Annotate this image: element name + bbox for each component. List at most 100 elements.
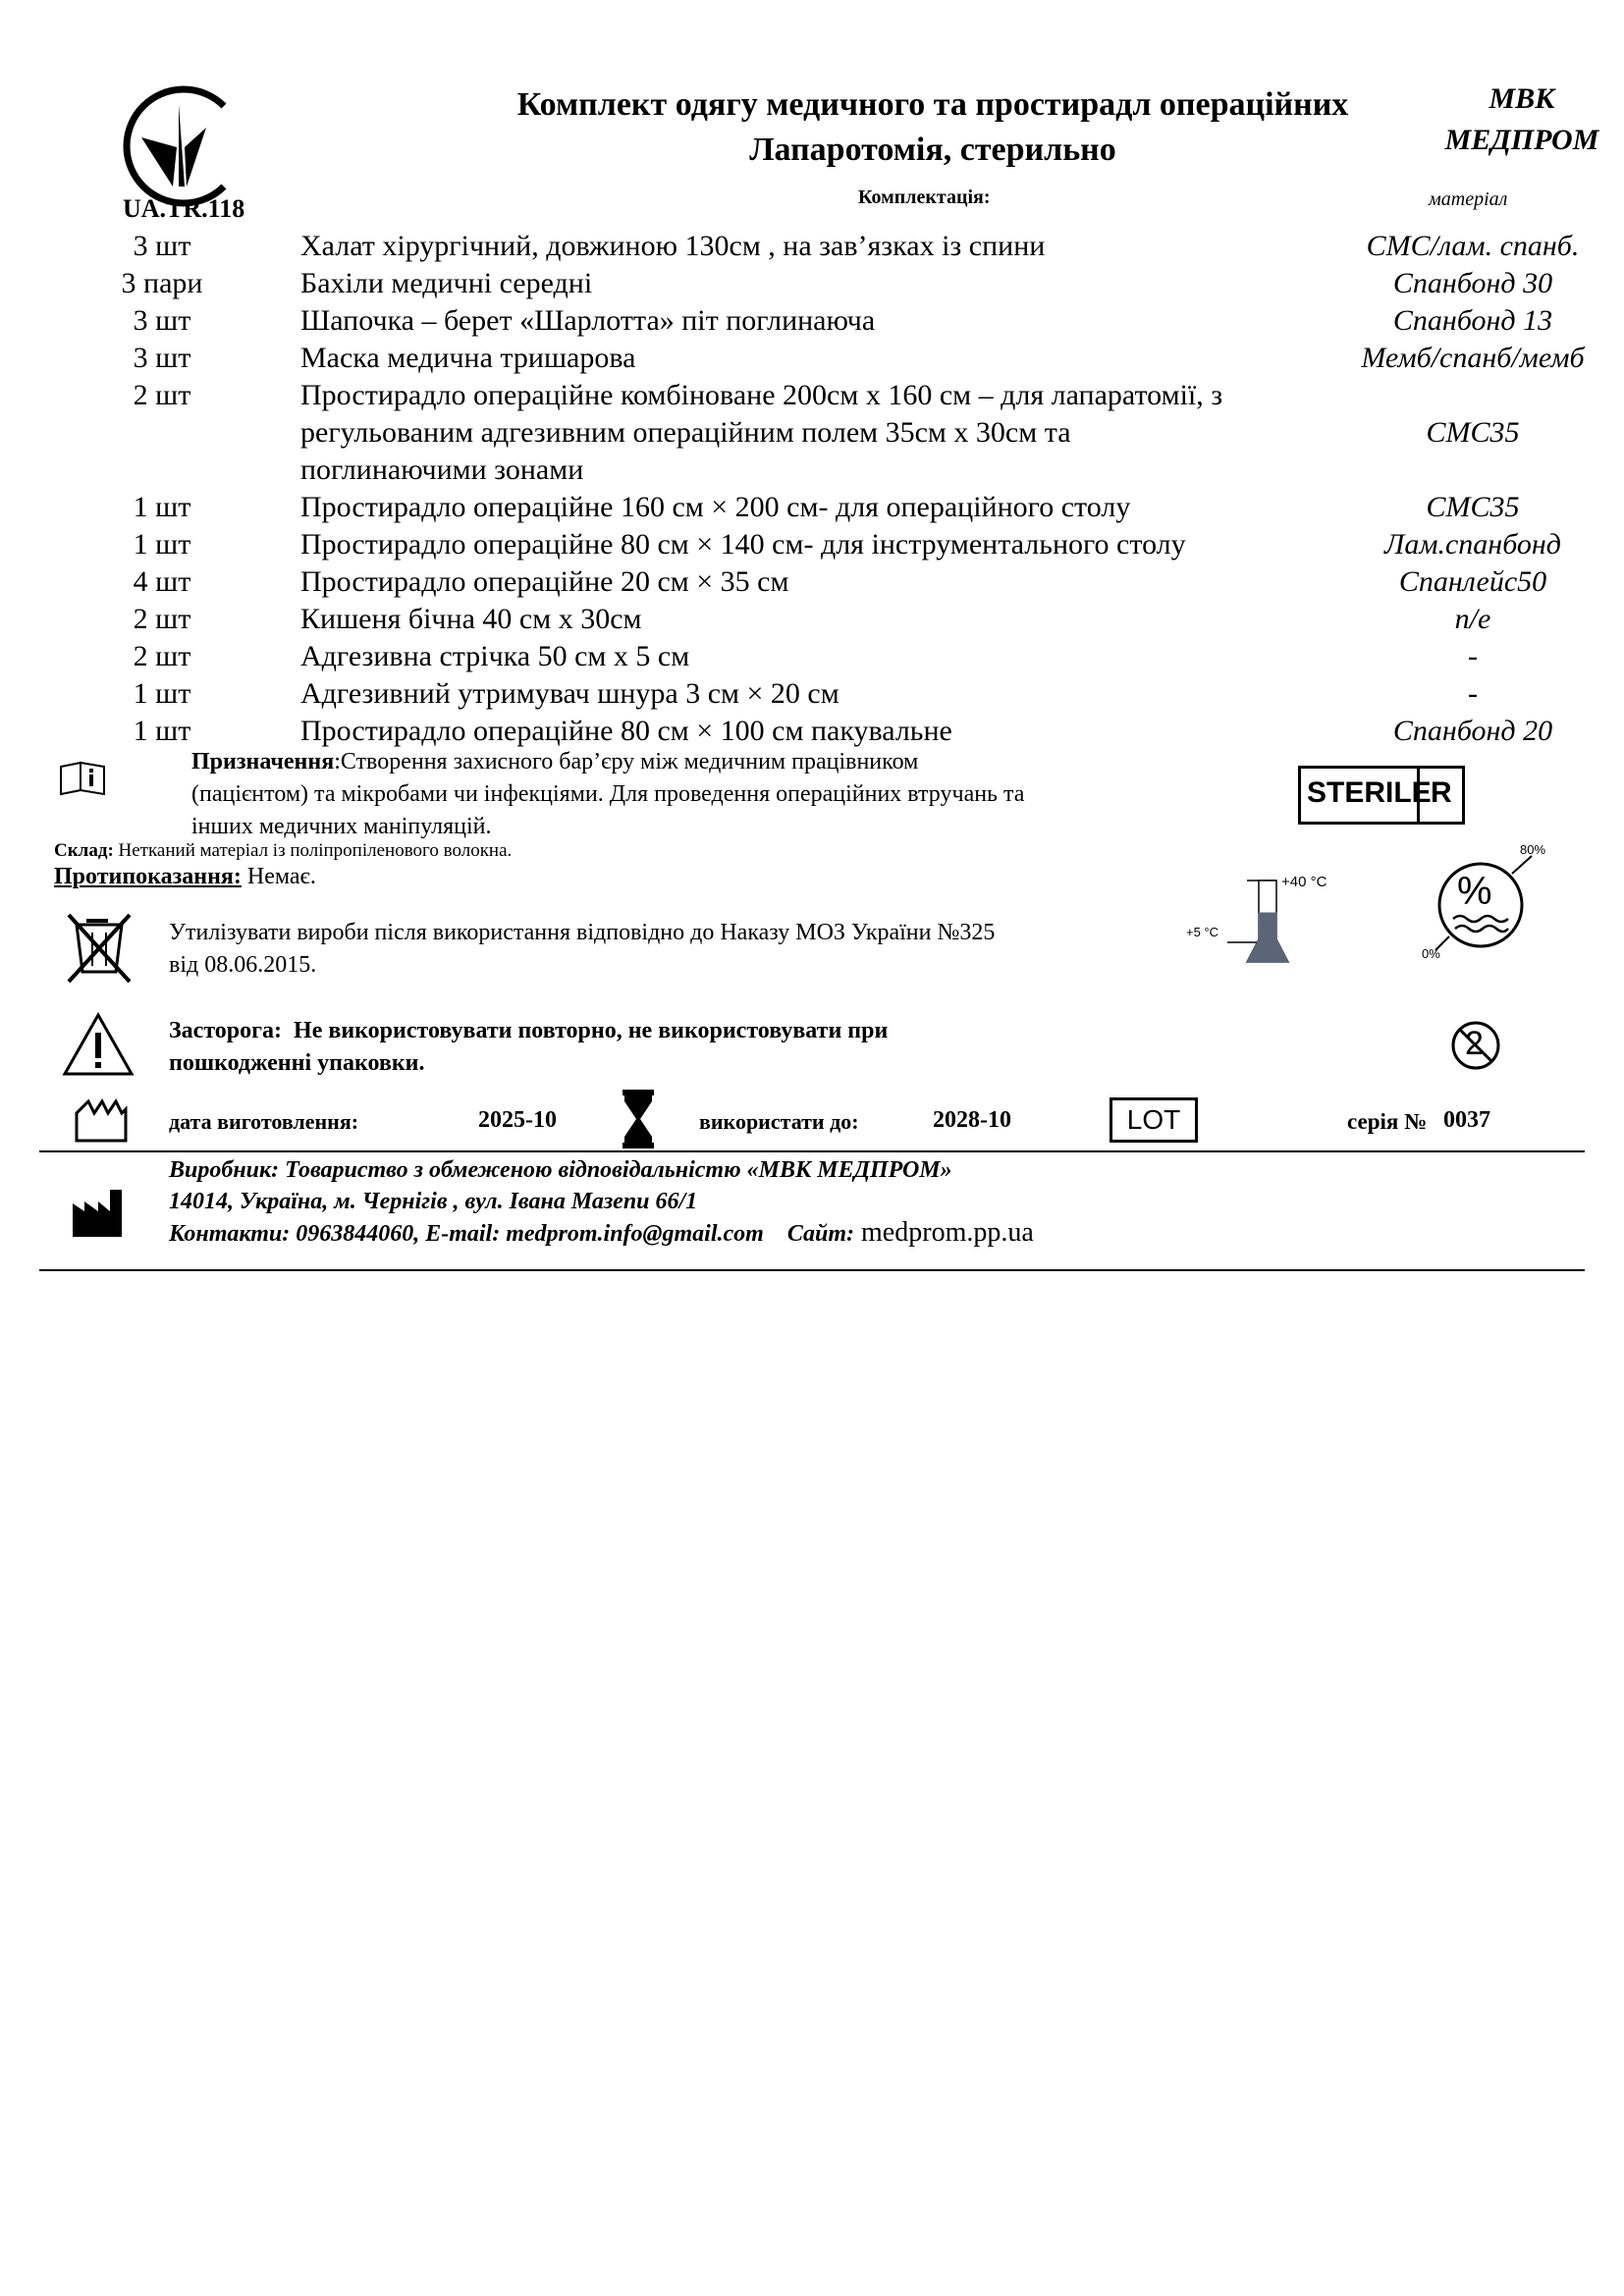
- composition-label: Комплектація:: [858, 187, 991, 208]
- hourglass-icon: [619, 1088, 658, 1155]
- temperature-limit-icon: [1178, 869, 1355, 982]
- sterile-divider: [1417, 769, 1420, 822]
- brand-line-1: МВК: [1489, 82, 1555, 115]
- item-material: СМС/лам. спанб.: [1366, 230, 1580, 262]
- disposal-line-1: Утилізувати вироби після використання ві…: [169, 920, 996, 945]
- site-label: Сайт:: [786, 1221, 855, 1247]
- series-label: серія №: [1347, 1109, 1428, 1134]
- lot-label: LOT: [1126, 1104, 1181, 1135]
- item-qty: 3 шт: [133, 230, 191, 262]
- instructions-icon: [57, 761, 108, 801]
- item-material: Спанбонд 13: [1392, 304, 1553, 337]
- item-material: Спанбонд 20: [1392, 715, 1553, 747]
- item-material: -: [1468, 640, 1478, 672]
- do-not-reuse-symbol: 2: [1465, 1025, 1484, 1062]
- ua-conformity-mark-icon: [108, 77, 255, 214]
- item-qty: 1 шт: [133, 715, 191, 747]
- warning-triangle-icon: [61, 1011, 135, 1085]
- purpose-line-3: інших медичних маніпуляцій.: [191, 814, 492, 839]
- item-material: п/е: [1454, 603, 1491, 635]
- item-name: Халат хірургічний, довжиною 130см , на з…: [300, 230, 1046, 262]
- purpose-block: Призначення:Створення захисного бар’єру …: [191, 746, 1272, 843]
- warning-line-1: Засторога: Не використовувати повторно, …: [169, 1018, 889, 1043]
- manufacturer-block: Виробник: Товариство з обмеженою відпові…: [169, 1154, 1445, 1250]
- warning-label: Засторога: [169, 1018, 275, 1043]
- warning-block: Засторога: Не використовувати повторно, …: [169, 1015, 1151, 1080]
- item-material: Мемб/спанб/мемб: [1361, 342, 1585, 374]
- contraindications-label: Протипоказання:: [54, 864, 242, 889]
- divider-top: [39, 1150, 1585, 1152]
- humidity-symbol: %: [1457, 870, 1492, 913]
- item-qty: 2 шт: [133, 640, 191, 672]
- sterile-r-symbol: STERILE R: [1298, 766, 1465, 825]
- composition-line: Склад: Нетканий матеріал із поліпропілен…: [54, 840, 512, 862]
- item-name: Простирадло операційне 160 см × 200 см- …: [300, 491, 1131, 523]
- item-qty: 2 шт: [133, 379, 191, 411]
- item-name: Бахіли медичні середні: [300, 267, 593, 299]
- item-qty: 1 шт: [133, 491, 191, 523]
- item-name: Кишеня бічна 40 см х 30см: [300, 603, 642, 635]
- purpose-label: Призначення: [191, 749, 335, 774]
- manufacturer-contacts: Контакти: 0963844060, E-mail: medprom.in…: [169, 1221, 764, 1247]
- item-qty: 3 пари: [121, 267, 203, 299]
- item-name: Адгезивна стрічка 50 см х 5 см: [300, 640, 690, 672]
- sterile-label: STERILE: [1307, 776, 1432, 809]
- item-qty: 3 шт: [133, 342, 191, 374]
- item-name-line-3: поглинаючими зонами: [300, 454, 584, 486]
- warning-text-1: Не використовувати повторно, не використ…: [294, 1018, 889, 1043]
- material-column-label: матеріал: [1429, 188, 1508, 210]
- item-qty: 1 шт: [133, 677, 191, 710]
- item-material: СМС35: [1426, 491, 1520, 523]
- disposal-text: Утилізувати вироби після використання ві…: [169, 917, 1170, 982]
- lot-symbol: LOT: [1110, 1097, 1198, 1143]
- site-value: medprom.pp.ua: [854, 1217, 1034, 1248]
- item-qty: 1 шт: [133, 528, 191, 561]
- item-qty: 2 шт: [133, 603, 191, 635]
- manufacturer-icon: [71, 1188, 124, 1244]
- page-title: Комплект одягу медичного та простирадл о…: [393, 82, 1473, 173]
- item-material: -: [1468, 677, 1478, 710]
- brand-line-2: МЕДПРОМ: [1444, 124, 1599, 156]
- item-name: Шапочка – берет «Шарлотта» піт поглинаюч…: [300, 304, 876, 337]
- contraindications-line: Протипоказання: Немає.: [54, 864, 316, 890]
- temperature-max: +40 °C: [1281, 874, 1327, 890]
- composition-label-text: Склад:: [54, 840, 114, 861]
- purpose-text-1: :Створення захисного бар’єру між медични…: [334, 749, 919, 774]
- item-name: Простирадло операційне 80 см × 140 см- д…: [300, 528, 1186, 561]
- disposal-line-2: від 08.06.2015.: [169, 952, 317, 978]
- divider-bottom: [39, 1269, 1585, 1271]
- series-value: 0037: [1443, 1107, 1490, 1133]
- certification-code: UA.TR.118: [123, 194, 245, 223]
- title-line-2: Лапаротомія, стерильно: [749, 132, 1116, 168]
- item-material: Лам.спанбонд: [1384, 528, 1561, 561]
- item-name-line-2: регульованим адгезивним операційним поле…: [300, 416, 1071, 449]
- composition-text: Нетканий матеріал із поліпропіленового в…: [113, 840, 513, 861]
- brand-logo: МВК МЕДПРОМ: [1434, 79, 1610, 161]
- manufacturer-line-2: 14014, Україна, м. Чернігів , вул. Івана…: [169, 1189, 698, 1214]
- manufacture-date-value: 2025-10: [478, 1107, 557, 1133]
- manufacture-date-icon: [73, 1095, 130, 1149]
- item-name: Простирадло операційне 80 см × 100 см па…: [300, 715, 952, 747]
- weee-bin-icon: [65, 911, 134, 990]
- item-material: Спанлейс50: [1398, 565, 1547, 598]
- contraindications-text: Немає.: [241, 864, 316, 889]
- expiry-date-label: використати до:: [699, 1109, 859, 1134]
- item-qty: 4 шт: [133, 565, 191, 598]
- manufacturer-line-1: Виробник: Товариство з обмеженою відпові…: [169, 1157, 952, 1183]
- purpose-line-1: Призначення:Створення захисного бар’єру …: [191, 746, 1272, 778]
- sterile-method: R: [1431, 776, 1452, 809]
- item-qty: 3 шт: [133, 304, 191, 337]
- item-material: Спанбонд 30: [1392, 267, 1553, 299]
- expiry-date-value: 2028-10: [933, 1107, 1011, 1133]
- title-line-1: Комплект одягу медичного та простирадл о…: [516, 86, 1349, 123]
- warning-line-2: пошкодженні упаковки.: [169, 1050, 425, 1076]
- item-name: Простирадло операційне 20 см × 35 см: [300, 565, 789, 598]
- item-name: Маска медична тришарова: [300, 342, 636, 374]
- humidity-min: 0%: [1422, 946, 1440, 961]
- item-material: СМС35: [1426, 416, 1520, 449]
- manufacture-date-label: дата виготовлення:: [169, 1109, 359, 1134]
- manufacturer-contacts-line: Контакти: 0963844060, E-mail: medprom.in…: [169, 1217, 1445, 1250]
- item-name-line-1: Простирадло операційне комбіноване 200см…: [300, 379, 1223, 411]
- humidity-max: 80%: [1520, 842, 1546, 857]
- temperature-min: +5 °C: [1186, 925, 1219, 939]
